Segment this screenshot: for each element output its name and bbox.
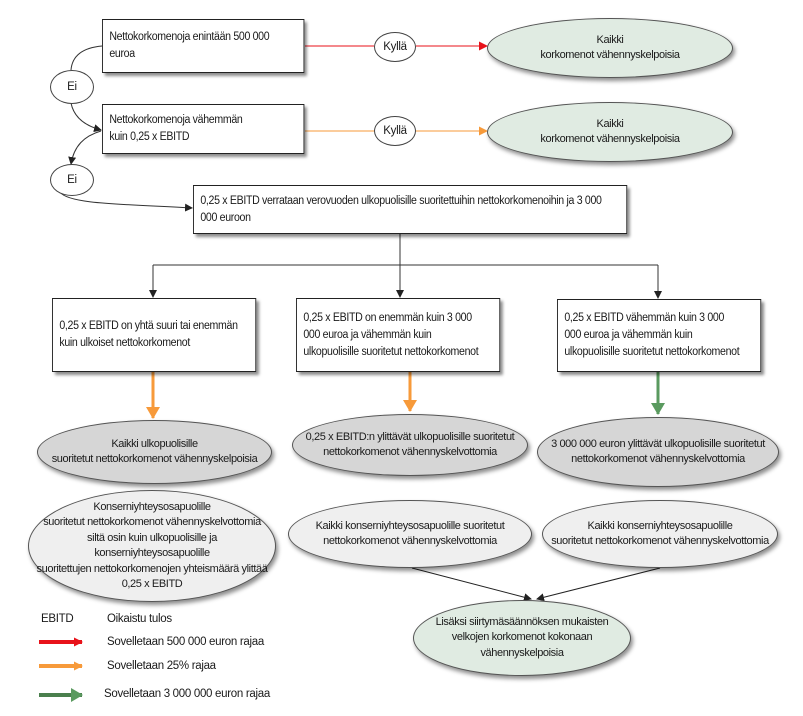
legend-item-orange: Sovelletaan 25% rajaa	[107, 660, 216, 672]
final-result: Lisäksi siirtymäsäännöksen mukaisten vel…	[413, 600, 631, 676]
no-curve-1-top	[70, 45, 103, 71]
no-curve-2-top	[68, 130, 102, 165]
branch-result-left: Kaikki ulkopuolisille suoritetut nettoko…	[37, 420, 272, 484]
step-box-compare: 0,25 x EBITD verrataan verovuoden ulkopu…	[193, 185, 628, 234]
step-box-text: Nettokorkomenoja enintään 500 000 euroa	[109, 31, 270, 60]
branch-condition-left: 0,25 x EBITD on yhtä suuri tai enemmän k…	[52, 298, 257, 372]
branch-condition-mid: 0,25 x EBITD on enemmän kuin 3 000 000 e…	[296, 298, 501, 372]
converge-arrow-left	[411, 567, 532, 602]
group-result-right: Kaikki konserniyhteysosapuolille suorite…	[542, 500, 778, 568]
step-box-net-interest-ebitd: Nettokorkomenoja vähemmän kuin 0,25 x EB…	[102, 104, 305, 154]
group-result-mid: Kaikki konserniyhteysosapuolille suorite…	[288, 500, 532, 568]
step-box-text: Nettokorkomenoja vähemmän kuin 0,25 x EB…	[109, 114, 243, 143]
no-curve-1-bottom	[70, 102, 102, 133]
group-result-left: Konserniyhteysosapuolille suoritetut net…	[28, 490, 276, 602]
result-all-deductible-2: Kaikki korkomenot vähennyskelpoisia	[487, 102, 733, 162]
legend-abbr-meaning: Oikaistu tulos	[107, 613, 172, 625]
decision-no-2: Ei	[50, 164, 94, 196]
legend-item-red: Sovelletaan 500 000 euron rajaa	[107, 636, 264, 648]
branch-condition-right: 0,25 x EBITD vähemmän kuin 3 000 000 eur…	[557, 299, 762, 372]
decision-no-1: Ei	[50, 70, 94, 104]
branch-result-right: 3 000 000 euron ylittävät ulkopuolisille…	[537, 417, 779, 487]
decision-yes-1: Kyllä	[374, 32, 416, 62]
converge-arrow-right	[536, 567, 661, 602]
no-curve-2-bottom	[59, 191, 193, 212]
step-box-text: 0,25 x EBITD verrataan verovuoden ulkopu…	[200, 194, 602, 224]
decision-yes-2: Kyllä	[374, 116, 416, 146]
step-box-net-interest-500k: Nettokorkomenoja enintään 500 000 euroa	[102, 19, 305, 73]
legend-abbr: EBITD	[41, 613, 74, 625]
result-all-deductible-1: Kaikki korkomenot vähennyskelpoisia	[487, 18, 733, 78]
branch-result-mid: 0,25 x EBITD:n ylittävät ulkopuolisille …	[292, 414, 528, 476]
legend-item-green: Sovelletaan 3 000 000 euron rajaa	[104, 688, 270, 700]
